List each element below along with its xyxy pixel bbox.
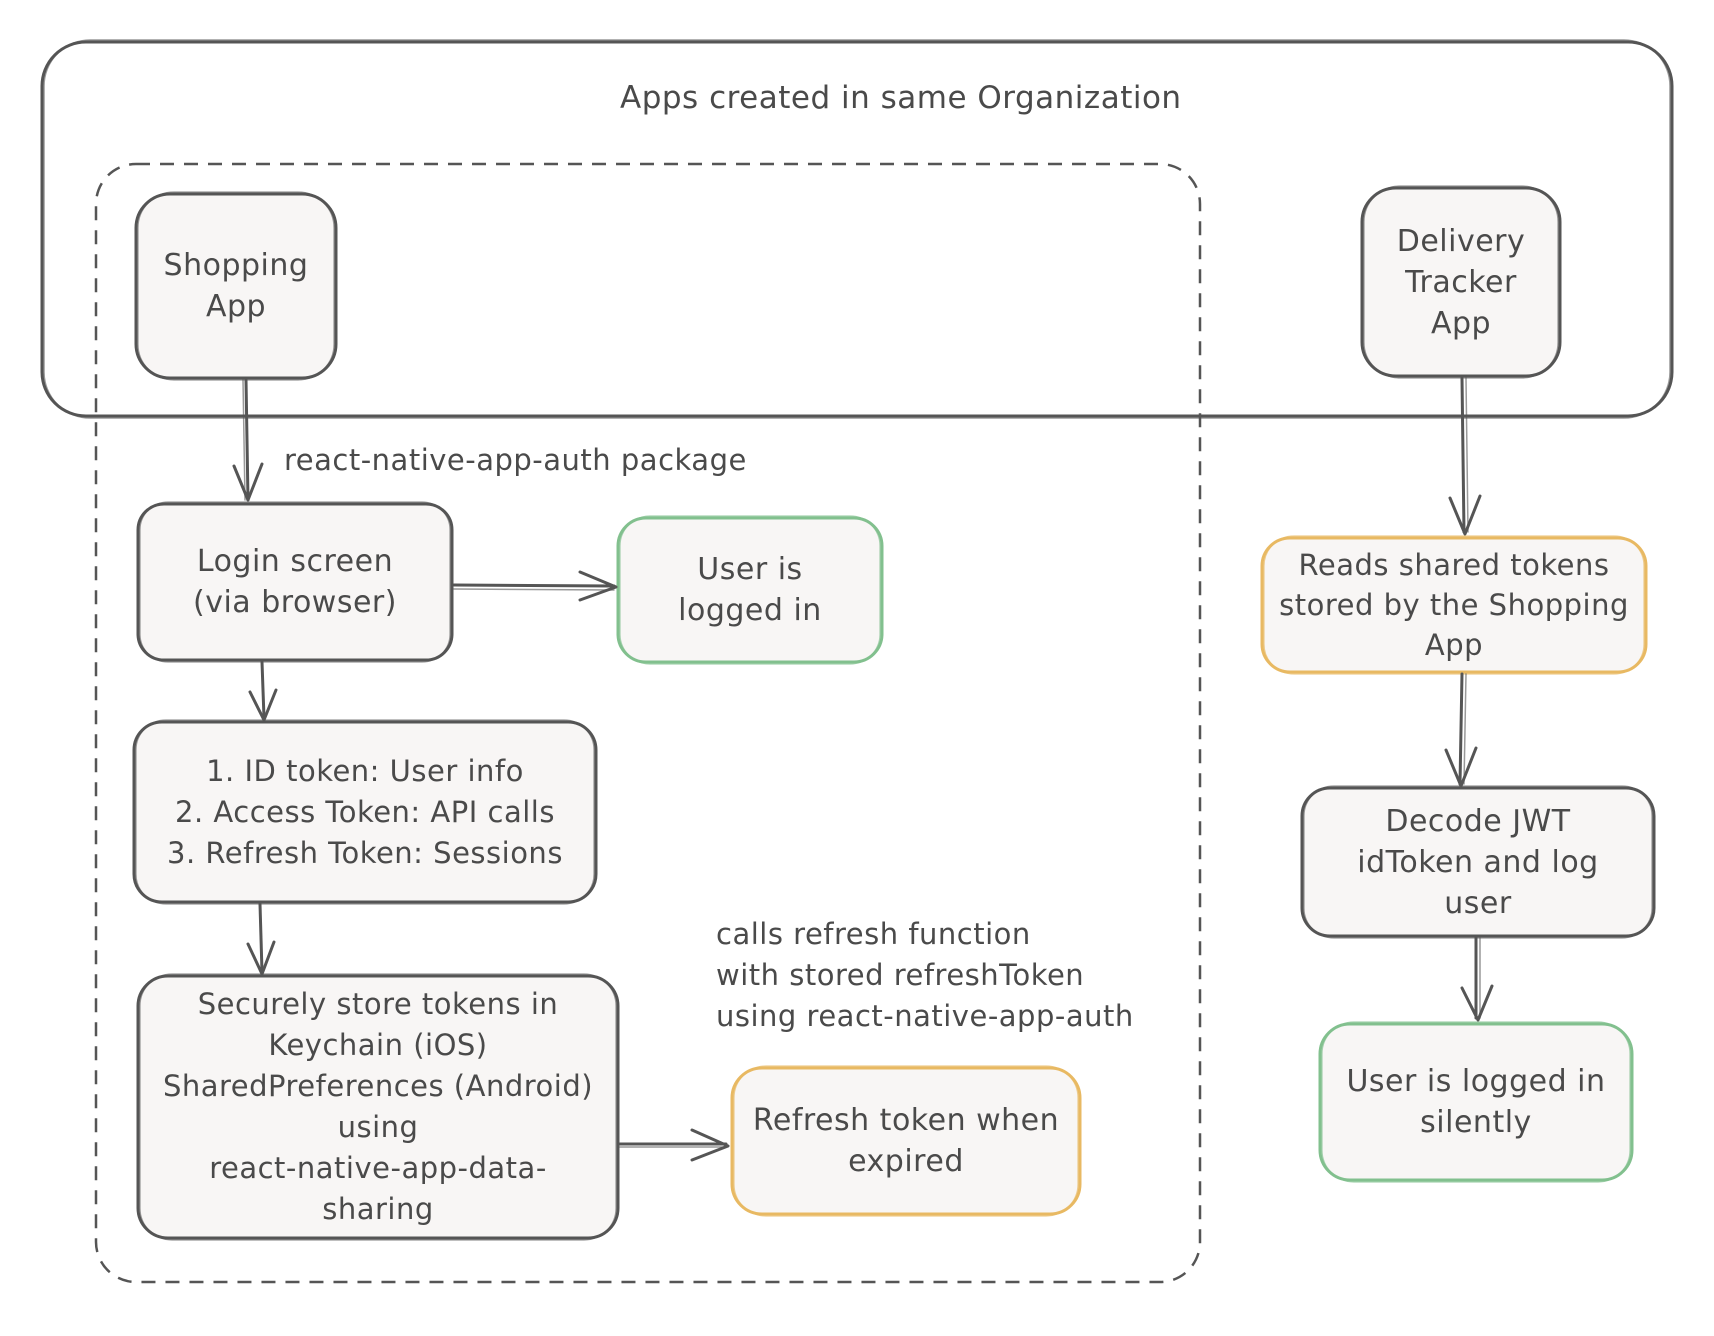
login-screen-node <box>136 502 454 662</box>
tokens-node <box>132 720 598 904</box>
auth-flow-group <box>94 162 1202 1284</box>
tokens-label: 1. ID token: User info 2. Access Token: … <box>167 753 563 870</box>
reads-shared-node <box>1260 536 1648 674</box>
logged-in-silently-node <box>1318 1022 1634 1182</box>
logged-in-silently-label: User is logged in silently <box>1346 1064 1606 1140</box>
delivery-app-label: Delivery Tracker App <box>1396 223 1526 341</box>
reads-shared-label: Reads shared tokens stored by the Shoppi… <box>1279 548 1629 662</box>
user-logged-in-label: User is logged in <box>678 552 822 628</box>
login-screen-label: Login screen (via browser) <box>193 544 397 620</box>
refresh-token-label: Refresh token when expired <box>752 1103 1060 1179</box>
arrow-login-to-tokens <box>260 660 266 720</box>
arrow-shopping-to-login <box>244 378 250 502</box>
secure-store-node <box>136 974 620 1240</box>
refresh-token-node <box>730 1066 1082 1216</box>
arrow-delivery-to-reads <box>1460 376 1466 534</box>
delivery-app-node <box>1360 186 1562 378</box>
package-edge-label: react-native-app-auth package <box>284 443 747 477</box>
organization-container-sketch <box>43 39 1671 419</box>
refresh-note-edge-label: calls refresh function with stored refre… <box>716 917 1134 1033</box>
decode-jwt-label: Decode JWT idToken and log user <box>1357 803 1599 921</box>
arrow-reads-to-decode <box>1458 672 1464 786</box>
organization-container <box>40 40 1674 418</box>
shopping-app-node <box>134 192 338 380</box>
user-logged-in-node <box>616 516 884 664</box>
shopping-app-label: Shopping App <box>163 248 309 324</box>
decode-jwt-node <box>1300 786 1656 938</box>
arrow-login-to-logged-in <box>452 583 616 588</box>
organization-title: Apps created in same Organization <box>620 80 1182 116</box>
arrow-tokens-to-store <box>258 902 264 974</box>
secure-store-label: Securely store tokens in Keychain (iOS) … <box>162 987 594 1226</box>
